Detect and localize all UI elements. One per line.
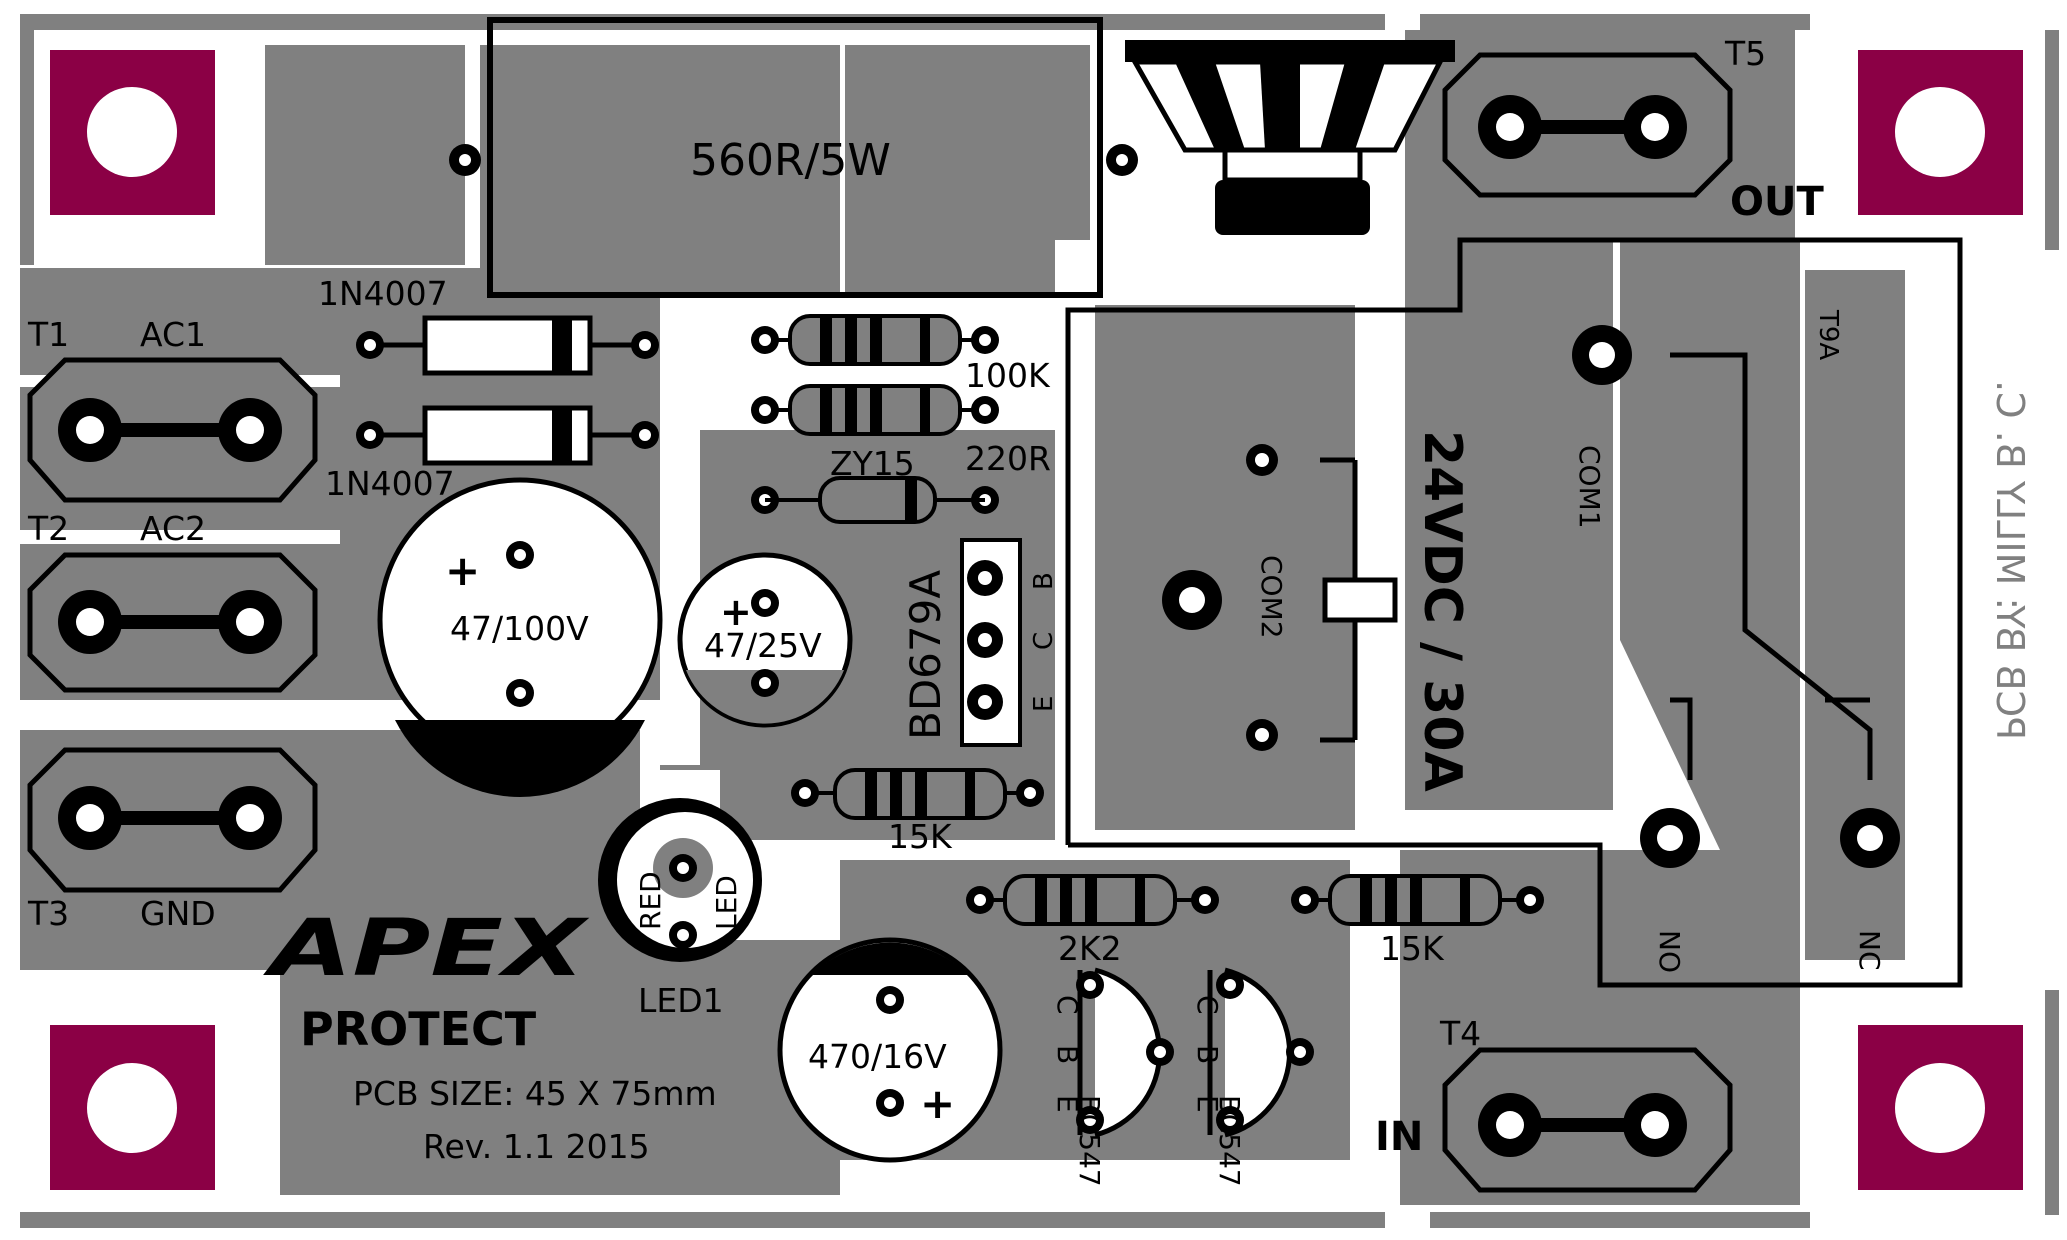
svg-text:470/16V: 470/16V — [808, 1037, 947, 1076]
mount-hole-bottom-right — [1858, 1025, 2023, 1190]
svg-text:PCB BY: MILLY B. C.: PCB BY: MILLY B. C. — [1988, 380, 2032, 740]
svg-text:OUT: OUT — [1730, 179, 1824, 225]
svg-text:100K: 100K — [965, 356, 1051, 395]
svg-text:PCB SIZE: 45 X 75mm: PCB SIZE: 45 X 75mm — [353, 1074, 717, 1113]
apex-logo: APEX — [262, 904, 590, 994]
svg-text:2K2: 2K2 — [1058, 929, 1122, 968]
svg-text:T5: T5 — [1724, 34, 1766, 73]
svg-text:T9A: T9A — [1813, 309, 1843, 360]
zener-zy15 — [765, 476, 985, 524]
resistor-bands — [820, 318, 1470, 922]
capacitor-47-100v — [377, 477, 663, 797]
svg-text:AC1: AC1 — [140, 315, 206, 354]
svg-text:ZY15: ZY15 — [830, 444, 915, 483]
svg-text:RED: RED — [634, 871, 667, 930]
svg-text:B: B — [1191, 1045, 1224, 1064]
svg-text:BD679A: BD679A — [901, 570, 950, 740]
capacitor-47-25v — [677, 552, 853, 728]
svg-text:COM1: COM1 — [1573, 445, 1606, 529]
svg-text:47/100V: 47/100V — [450, 609, 589, 648]
relay-outline — [1065, 237, 1963, 988]
svg-text:IN: IN — [1375, 1114, 1423, 1160]
terminal-pads — [58, 95, 1687, 1157]
transistor-bc547-left — [1076, 967, 1174, 1138]
diodes — [356, 315, 659, 466]
svg-text:BC547: BC547 — [1073, 1095, 1106, 1187]
relay-pads — [1147, 325, 1900, 868]
svg-text:APEX: APEX — [262, 904, 590, 994]
svg-text:+: + — [445, 546, 480, 595]
svg-text:+: + — [720, 590, 752, 634]
svg-text:15K: 15K — [888, 817, 953, 856]
svg-text:C: C — [1029, 632, 1059, 650]
isolation-gaps — [20, 30, 1905, 840]
svg-text:C: C — [1051, 995, 1084, 1015]
svg-text:Rev. 1.1 2015: Rev. 1.1 2015 — [423, 1127, 650, 1166]
svg-text:T4: T4 — [1439, 1014, 1481, 1053]
svg-text:1N4007: 1N4007 — [325, 464, 455, 503]
transistor-bc547-right — [1207, 967, 1314, 1138]
svg-text:E: E — [1051, 1095, 1084, 1113]
svg-text:NC: NC — [1853, 930, 1886, 971]
svg-text:B: B — [1029, 572, 1059, 590]
mount-hole-top-right — [1858, 50, 2023, 215]
svg-text:AC2: AC2 — [140, 509, 206, 548]
svg-text:1N4007: 1N4007 — [318, 274, 448, 313]
svg-text:C: C — [1191, 995, 1224, 1015]
svg-text:E: E — [1029, 696, 1059, 712]
mount-hole-bottom-left — [50, 1025, 215, 1190]
transistor-bd679a — [960, 538, 1022, 747]
svg-text:LED: LED — [710, 875, 743, 930]
resistors — [765, 314, 1530, 926]
svg-text:+: + — [920, 1079, 955, 1128]
svg-text:T3: T3 — [27, 894, 69, 933]
power-resistor-560r — [449, 17, 1138, 298]
svg-text:GND: GND — [140, 894, 216, 933]
silkscreen-labels: T1 AC1 T2 AC2 T3 GND T5 OUT T4 IN 560R/5… — [27, 34, 1824, 1166]
mounting-pads — [50, 50, 2023, 1190]
led-red — [598, 798, 762, 962]
resistor-pads — [751, 326, 1544, 914]
svg-text:COM2: COM2 — [1255, 555, 1288, 639]
svg-text:47/25V: 47/25V — [704, 626, 822, 665]
svg-text:560R/5W: 560R/5W — [690, 135, 891, 186]
svg-text:NO: NO — [1653, 930, 1686, 973]
svg-text:BC547: BC547 — [1213, 1095, 1246, 1187]
svg-text:T1: T1 — [27, 315, 69, 354]
svg-text:220R: 220R — [965, 439, 1051, 478]
svg-text:24VDC / 30A: 24VDC / 30A — [1412, 430, 1472, 792]
speaker-icon — [1125, 40, 1455, 235]
svg-text:B: B — [1051, 1045, 1084, 1064]
svg-text:T2: T2 — [27, 509, 69, 548]
rotated-labels: BD679A B C E RED LED BC547 BC547 C B E C… — [634, 309, 2032, 1187]
svg-text:E: E — [1191, 1095, 1224, 1113]
svg-text:LED1: LED1 — [638, 981, 724, 1020]
svg-text:PROTECT: PROTECT — [300, 1002, 537, 1056]
mount-hole-top-left — [50, 50, 215, 215]
terminal-blocks — [27, 52, 1733, 1193]
svg-text:15K: 15K — [1380, 929, 1445, 968]
capacitor-470-16v — [777, 937, 1003, 1163]
